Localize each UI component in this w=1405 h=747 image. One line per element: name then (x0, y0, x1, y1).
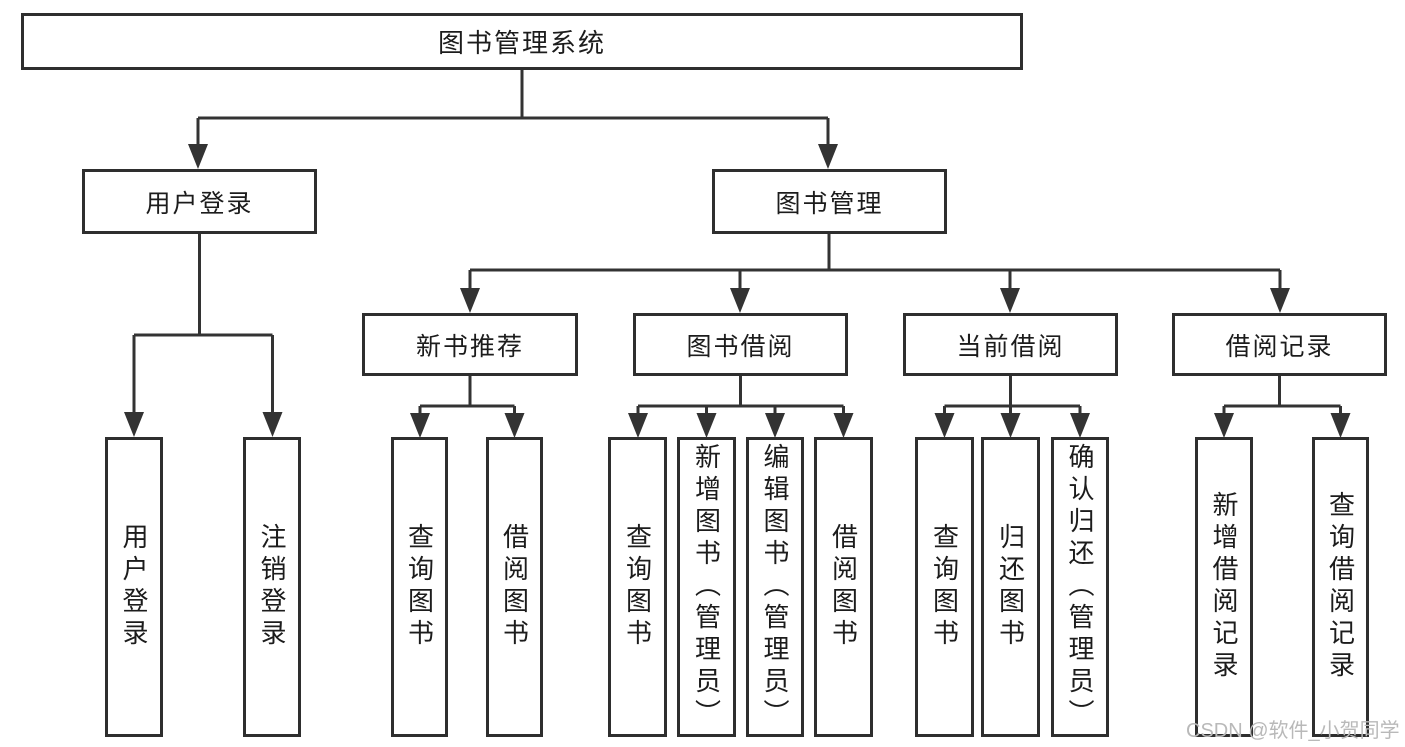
leaf-bb-borrow-books: 借阅图书 (814, 437, 873, 737)
node-borrowing-records: 借阅记录 (1172, 313, 1387, 376)
leaf-bb-edit-books-admin: 编辑图书（管理员） (746, 437, 804, 737)
node-user-login: 用户登录 (82, 169, 317, 234)
leaf-nb-borrow-books: 借阅图书 (486, 437, 543, 737)
leaf-logout: 注销登录 (243, 437, 301, 737)
node-current-borrowing: 当前借阅 (903, 313, 1118, 376)
node-user-login-label: 用户登录 (145, 189, 254, 218)
leaf-cb-return-books: 归还图书 (981, 437, 1040, 737)
node-new-book-recommend: 新书推荐 (362, 313, 578, 376)
leaf-bb-add-books-admin: 新增图书（管理员） (677, 437, 736, 737)
leaf-cb-confirm-return-admin: 确认归还（管理员） (1051, 437, 1109, 737)
node-library-management-system-label: 图书管理系统 (437, 28, 606, 58)
node-library-management-system: 图书管理系统 (21, 13, 1023, 70)
node-new-book-recommend-label: 新书推荐 (415, 332, 524, 361)
arrowheads (124, 144, 1351, 438)
leaf-br-add-record: 新增借阅记录 (1195, 437, 1253, 737)
node-current-borrowing-label: 当前借阅 (956, 332, 1065, 361)
leaf-user-login: 用户登录 (105, 437, 163, 737)
leaf-cb-query-books: 查询图书 (915, 437, 974, 737)
watermark: CSDN @软件_小贺同学 (1186, 720, 1400, 742)
leaf-nb-query-books: 查询图书 (391, 437, 448, 737)
leaf-bb-query-books: 查询图书 (608, 437, 667, 737)
node-borrowing-records-label: 借阅记录 (1225, 332, 1334, 361)
node-book-management: 图书管理 (712, 169, 947, 234)
leaf-br-query-record: 查询借阅记录 (1312, 437, 1369, 737)
node-book-management-label: 图书管理 (775, 189, 884, 218)
node-book-borrowing-label: 图书借阅 (686, 332, 795, 361)
node-book-borrowing: 图书借阅 (633, 313, 848, 376)
